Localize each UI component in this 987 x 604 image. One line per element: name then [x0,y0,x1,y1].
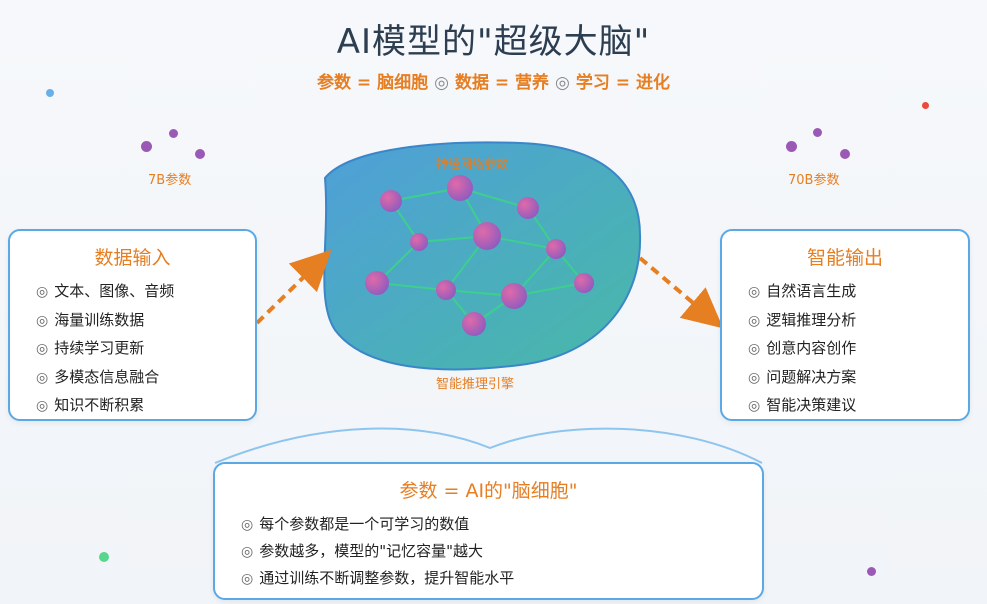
output-list: ◎自然语言生成 ◎逻辑推理分析 ◎创意内容创作 ◎问题解决方案 ◎智能决策建议 [722,278,968,421]
explainer-list: ◎每个参数都是一个可学习的数值 ◎参数越多，模型的"记忆容量"越大 ◎通过训练不… [215,511,762,592]
list-item: ◎文本、图像、音频 [36,282,175,300]
subtitle-part2: 数据 = 营养 [454,73,550,93]
subtitle-part3: 学习 = 进化 [575,73,670,93]
check-icon: ◎ [36,369,49,386]
check-icon: ◎ [36,312,49,329]
params-explainer-box: 参数 = AI的"脑细胞" ◎每个参数都是一个可学习的数值 ◎参数越多，模型的"… [213,462,764,600]
check-icon: ◎ [36,341,49,357]
neuron-node [436,280,456,300]
neuron-node [517,197,539,219]
check-icon: ◎ [748,284,761,300]
output-arrow [638,256,724,329]
page-title: AI模型的"超级大脑" [336,22,651,62]
list-item: ◎创意内容创作 [748,339,857,357]
bridge-curve [214,427,763,464]
check-icon: ◎ [36,284,49,300]
explainer-title: 参数 = AI的"脑细胞" [399,480,578,502]
decorative-dot [141,141,152,152]
list-item: ◎智能决策建议 [748,396,857,414]
small-params-label: 7B参数 [148,173,192,188]
input-arrow [255,249,332,325]
separator-icon: ◎ [434,73,449,93]
decorative-dot [46,89,54,97]
neuron-node [462,312,486,336]
decorative-dot [840,149,850,159]
neuron-node [574,273,594,293]
neuron-node [380,190,402,212]
neuron-node [365,271,389,295]
check-icon: ◎ [241,571,254,587]
output-box-title: 智能输出 [806,247,883,269]
data-input-box: 数据输入 ◎文本、图像、音频 ◎海量训练数据 ◎持续学习更新 ◎多模态信息融合 … [8,229,257,421]
decorative-dot [786,141,797,152]
subtitle-part1: 参数 = 脑细胞 [317,73,429,93]
decorative-dot [99,552,109,562]
check-icon: ◎ [748,398,761,414]
page-subtitle: 参数 = 脑细胞◎数据 = 营养◎学习 = 进化 [0,68,987,93]
list-item: ◎问题解决方案 [748,367,857,386]
list-item: ◎每个参数都是一个可学习的数值 [241,515,470,533]
smart-output-box: 智能输出 ◎自然语言生成 ◎逻辑推理分析 ◎创意内容创作 ◎问题解决方案 ◎智能… [720,229,970,421]
list-item: ◎持续学习更新 [36,339,145,357]
list-item: ◎多模态信息融合 [36,367,160,386]
check-icon: ◎ [36,398,49,414]
check-icon: ◎ [241,544,254,560]
brain-bottom-label: 智能推理引擎 [436,377,515,392]
neuron-node [501,283,527,309]
decorative-dot [922,102,929,109]
input-box-title: 数据输入 [94,247,171,269]
brain-top-label: 神经网络参数 [436,157,509,171]
list-item: ◎知识不断积累 [36,396,145,414]
list-item: ◎参数越多，模型的"记忆容量"越大 [241,542,484,560]
neuron-node [473,222,501,250]
separator-icon: ◎ [555,73,570,93]
check-icon: ◎ [241,517,254,533]
list-item: ◎通过训练不断调整参数，提升智能水平 [241,569,515,587]
large-params-label: 70B参数 [788,173,840,188]
network-nodes [365,175,594,336]
check-icon: ◎ [748,341,761,357]
check-icon: ◎ [748,312,761,329]
input-list: ◎文本、图像、音频 ◎海量训练数据 ◎持续学习更新 ◎多模态信息融合 ◎知识不断… [10,278,255,421]
list-item: ◎海量训练数据 [36,310,145,329]
neuron-node [447,175,473,201]
neuron-node [546,239,566,259]
neuron-node [410,233,428,251]
decorative-dot [867,567,876,576]
decorative-dot [195,149,205,159]
list-item: ◎逻辑推理分析 [748,310,857,329]
decorative-dot [169,129,178,138]
list-item: ◎自然语言生成 [748,282,857,300]
decorative-dot [813,128,822,137]
check-icon: ◎ [748,369,761,386]
brain-shape [323,141,642,371]
